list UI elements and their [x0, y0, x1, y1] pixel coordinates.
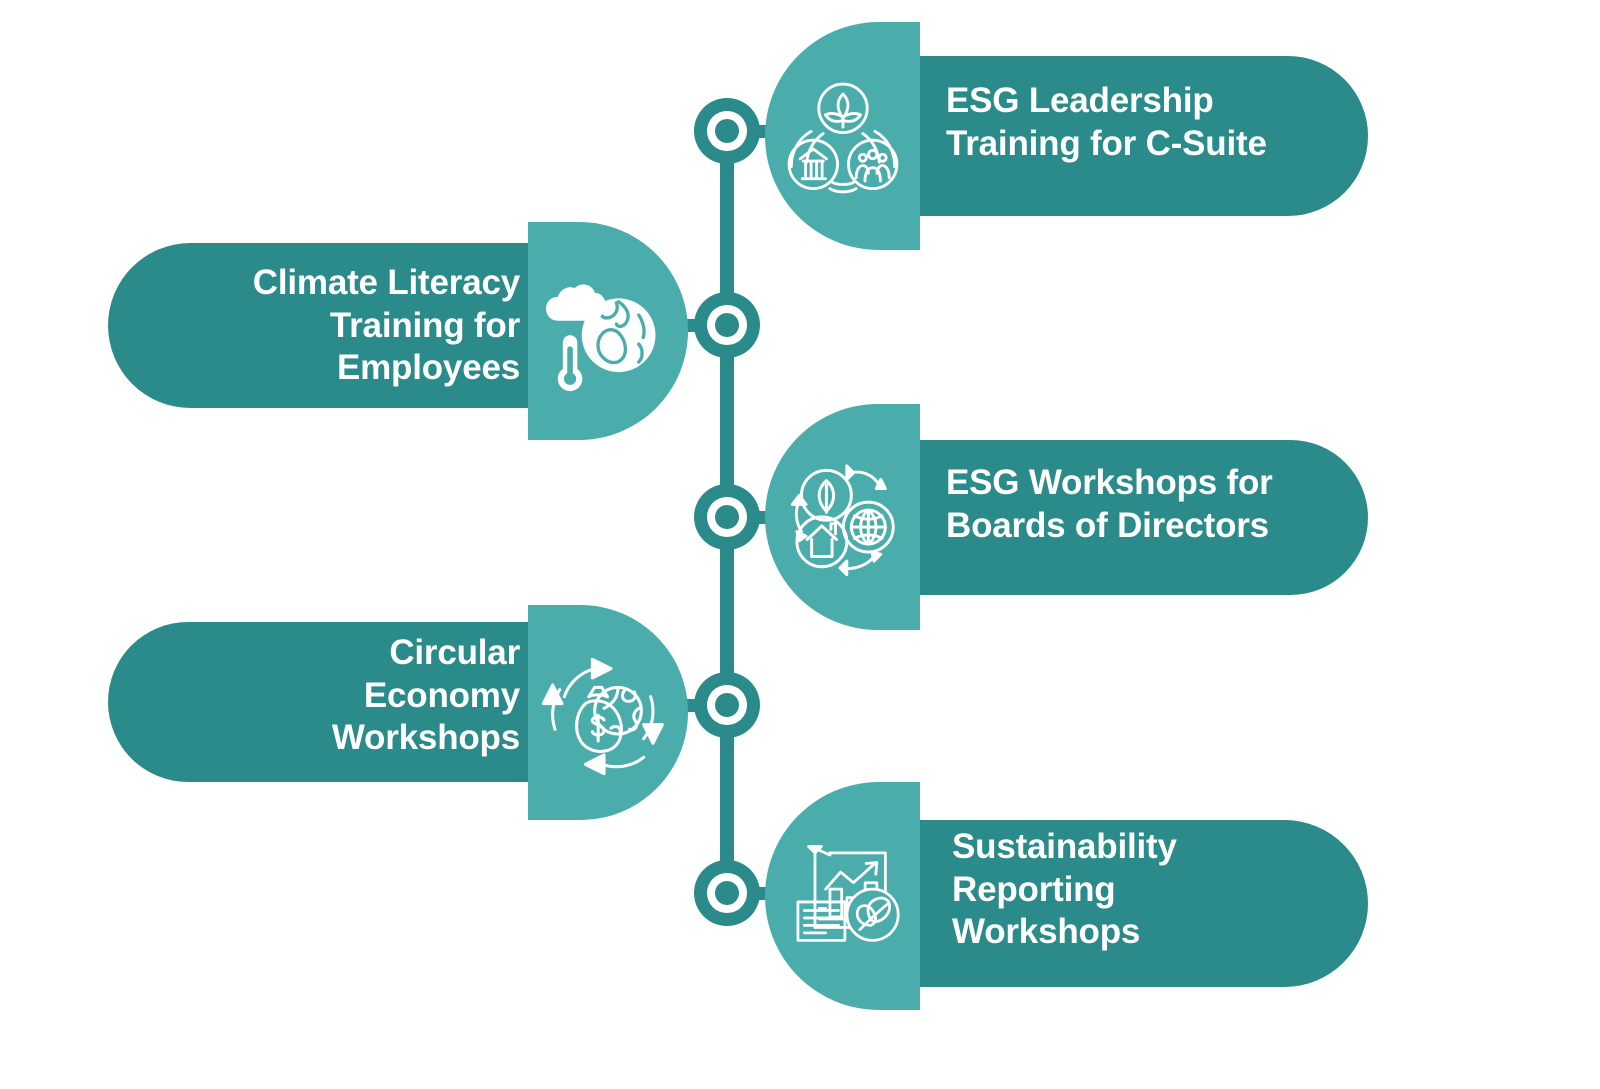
item-circular-economy-workshops[interactable]: Circular Economy Workshops [0, 0, 1600, 840]
item-label-line-2: Reporting [952, 869, 1116, 909]
spine-node-2[interactable] [694, 292, 760, 358]
item-esg-leadership-training[interactable]: ESG Leadership Training for C-Suite [0, 0, 1600, 260]
item-label: Sustainability Reporting Workshops [952, 826, 1372, 954]
item-label-line-2: Boards of Directors [946, 505, 1269, 545]
esg-cycle-leaf-house-globe-icon [770, 448, 910, 588]
item-climate-literacy-training[interactable]: Climate Literacy Training for Employees [0, 0, 1600, 460]
item-bar [860, 56, 1368, 216]
node-ring-gap [707, 305, 747, 345]
item-label-line-2: Training for [329, 305, 520, 345]
sustainability-report-chart-leaf-icon [778, 818, 916, 956]
item-label-line-1: ESG Workshops for [946, 463, 1273, 502]
node-ring-core [714, 880, 740, 906]
node-ring-gap [707, 685, 747, 725]
item-label-line-3: Employees [336, 348, 520, 388]
item-bar [860, 440, 1368, 595]
item-label-line-3: Workshops [952, 912, 1141, 952]
node-ring-core [714, 504, 740, 530]
item-label-line-3: Workshops [331, 718, 520, 758]
spine-node-5[interactable] [694, 860, 760, 926]
climate-globe-thermometer-icon [533, 263, 673, 403]
item-bar [860, 820, 1368, 987]
item-bar [108, 243, 578, 408]
item-bar [108, 622, 578, 782]
item-label-line-1: Climate Literacy [252, 263, 520, 302]
spine-node-4[interactable] [694, 672, 760, 738]
node-ring-gap [707, 111, 747, 151]
circular-economy-money-globe-icon [531, 640, 676, 785]
item-label: Climate Literacy Training for Employees [130, 262, 520, 390]
item-esg-workshops-boards[interactable]: ESG Workshops for Boards of Directors [0, 0, 1600, 640]
item-label: ESG Leadership Training for C-Suite [946, 80, 1366, 165]
esg-pillars-icon [773, 68, 913, 208]
item-label-line-1: Circular [389, 633, 520, 672]
spine-node-3[interactable] [694, 484, 760, 550]
node-ring-core [714, 118, 740, 144]
item-label: Circular Economy Workshops [130, 632, 520, 760]
item-label-line-2: Training for C-Suite [946, 123, 1267, 163]
item-label-line-2: Economy [363, 675, 520, 715]
item-label-line-1: ESG Leadership [946, 81, 1214, 120]
item-label-line-1: Sustainability [952, 827, 1177, 866]
item-label: ESG Workshops for Boards of Directors [946, 462, 1376, 547]
node-ring-core [714, 312, 740, 338]
spine-node-1[interactable] [694, 98, 760, 164]
node-ring-core [714, 692, 740, 718]
node-ring-gap [707, 497, 747, 537]
item-sustainability-reporting-workshops[interactable]: Sustainability Reporting Workshops [0, 0, 1600, 1040]
node-ring-gap [707, 873, 747, 913]
